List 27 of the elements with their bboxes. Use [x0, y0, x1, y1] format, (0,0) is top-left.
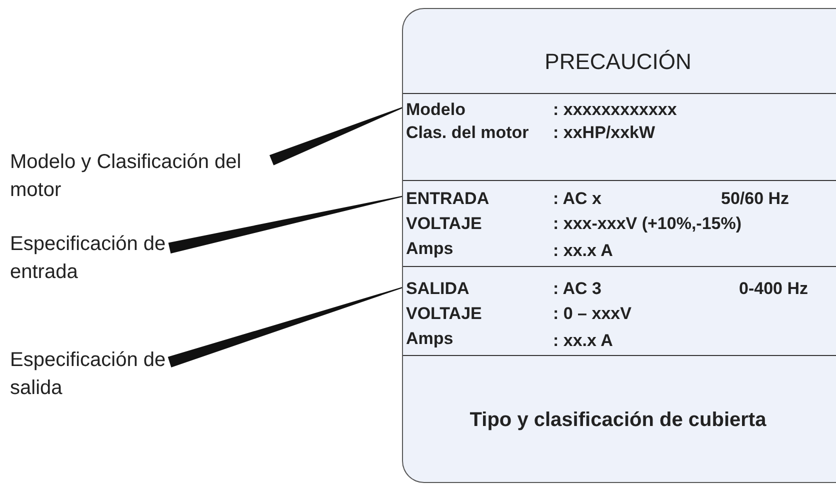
- leader-line: [269, 106, 404, 166]
- field-label: Modelo: [406, 100, 466, 120]
- field-label: Amps: [406, 329, 454, 349]
- field-label: VOLTAJE: [406, 214, 482, 234]
- field-value: : xxxxxxxxxxxx: [553, 100, 677, 120]
- field-value: 0-400 Hz: [739, 279, 808, 299]
- leader-line: [168, 196, 404, 254]
- field-value: : xxHP/xxkW: [553, 123, 656, 143]
- field-label: VOLTAJE: [406, 304, 482, 324]
- enclosure-rating-text: Tipo y clasificación de cubierta: [468, 409, 768, 432]
- nameplate-panel: [402, 8, 836, 483]
- field-value: 50/60 Hz: [721, 189, 790, 209]
- leader-line: [168, 286, 404, 368]
- field-value: : 0 – xxxV: [553, 304, 632, 324]
- field-value: : xxx-xxxV (+10%,-15%): [553, 214, 742, 234]
- field-value: : AC x: [553, 189, 602, 209]
- field-value: : AC 3: [553, 279, 602, 299]
- callout-text: Modelo y Clasificación del motor: [10, 148, 282, 208]
- callout-text: Especificación de entrada: [10, 230, 172, 290]
- field-label: Clas. del motor: [406, 123, 529, 143]
- field-value: : xx.x A: [553, 241, 613, 261]
- field-label: Amps: [406, 239, 454, 259]
- field-label: SALIDA: [406, 279, 470, 299]
- plate-heading: PRECAUCIÓN: [544, 49, 692, 75]
- field-value: : xx.x A: [553, 331, 613, 351]
- callout-text: Especificación de salida: [10, 346, 172, 406]
- field-label: ENTRADA: [406, 189, 490, 209]
